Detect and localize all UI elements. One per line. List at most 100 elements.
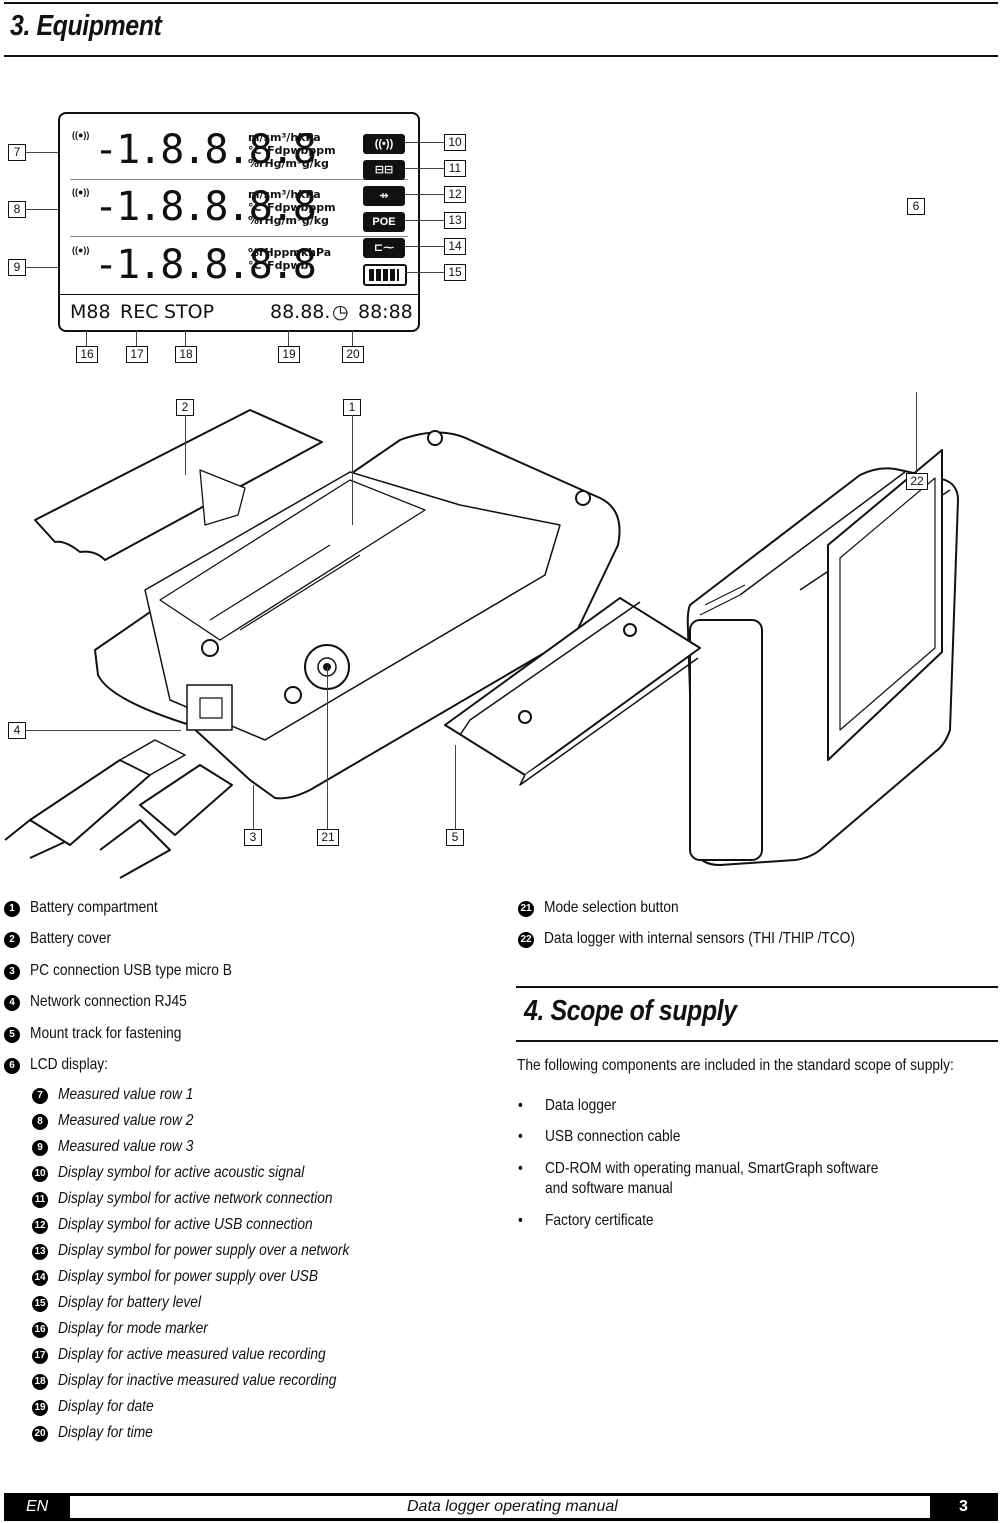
footer-center — [70, 1496, 930, 1518]
lcd-divider — [70, 179, 408, 180]
legend-text: Measured value row 1 — [58, 1086, 194, 1103]
callout-2: 2 — [176, 399, 194, 416]
legend-text: Display symbol for active acoustic signa… — [58, 1164, 305, 1181]
lcd-date: 88.88. — [270, 301, 331, 323]
legend-text: Battery cover — [30, 930, 112, 947]
footer-lang: EN — [26, 1498, 49, 1515]
legend-number: 8 — [32, 1114, 48, 1130]
callout-10: 10 — [444, 134, 466, 151]
legend-text: Display for date — [58, 1398, 154, 1415]
legend-number: 12 — [32, 1218, 48, 1234]
battery-level-icon — [363, 264, 407, 286]
legend-text: PC connection USB type micro B — [30, 962, 232, 979]
legend-number: 16 — [32, 1322, 48, 1338]
callout-9: 9 — [8, 259, 26, 276]
callout-20: 20 — [342, 346, 364, 363]
lcd-stop: STOP — [164, 301, 215, 323]
legend-number: 14 — [32, 1270, 48, 1286]
leader-line — [405, 220, 444, 221]
legend-text: Mount track for fastening — [30, 1025, 182, 1042]
legend-number: 20 — [32, 1426, 48, 1442]
callout-12: 12 — [444, 186, 466, 203]
legend-text: Display for active measured value record… — [58, 1346, 326, 1363]
leader-line — [26, 267, 58, 268]
legend-text: Display for time — [58, 1424, 153, 1441]
leader-line — [253, 785, 254, 829]
legend-number: 4 — [4, 995, 20, 1011]
legend-number: 6 — [4, 1058, 20, 1074]
leader-line — [405, 246, 444, 247]
legend-text: LCD display: — [30, 1056, 109, 1073]
scope-item: Factory certificate — [545, 1212, 654, 1229]
lcd-bottom-divider — [60, 294, 418, 295]
callout-21: 21 — [317, 829, 339, 846]
scope-item: and software manual — [545, 1180, 673, 1197]
callout-13: 13 — [444, 212, 466, 229]
poe-icon: POE — [363, 212, 405, 232]
legend-text: Battery compartment — [30, 899, 158, 916]
callout-17: 17 — [126, 346, 148, 363]
leader-line — [185, 415, 186, 475]
callout-4: 4 — [8, 722, 26, 739]
legend-text: Display for inactive measured value reco… — [58, 1372, 337, 1389]
leader-line — [288, 330, 289, 346]
legend-number: 21 — [518, 901, 534, 917]
legend-number: 22 — [518, 932, 534, 948]
bullet: • — [518, 1128, 523, 1145]
legend-text: Display symbol for active USB connection — [58, 1216, 313, 1233]
lcd-mode-marker: M88 — [70, 301, 111, 323]
leader-line — [352, 330, 353, 346]
legend-text: Measured value row 3 — [58, 1138, 194, 1155]
legend-number: 5 — [4, 1027, 20, 1043]
legend-text: Mode selection button — [544, 899, 679, 916]
callout-5: 5 — [446, 829, 464, 846]
leader-line — [26, 209, 58, 210]
scope-intro: The following components are included in… — [517, 1057, 954, 1074]
footer-title: Data logger operating manual — [407, 1498, 618, 1515]
acoustic-signal-icon: ((•)) — [363, 134, 405, 154]
clock-icon: ◷ — [332, 301, 349, 323]
leader-line — [327, 667, 328, 829]
callout-19: 19 — [278, 346, 300, 363]
lcd-divider — [70, 236, 408, 237]
lcd-row-1-units: m/sm³/hkPa°C°Fdpwbppm%rHg/m³g/kg — [248, 131, 336, 170]
leader-line — [916, 392, 917, 473]
acoustic-waves-icon: ((●)) — [72, 130, 90, 140]
callout-16: 16 — [76, 346, 98, 363]
section-4-rule-top — [516, 986, 998, 988]
legend-number: 3 — [4, 964, 20, 980]
legend-number: 7 — [32, 1088, 48, 1104]
lcd-rec: REC — [120, 301, 159, 323]
bullet: • — [518, 1212, 523, 1229]
callout-8: 8 — [8, 201, 26, 218]
legend-number: 19 — [32, 1400, 48, 1416]
callout-11: 11 — [444, 160, 466, 177]
legend-text: Display for battery level — [58, 1294, 202, 1311]
legend-number: 18 — [32, 1374, 48, 1390]
leader-line — [185, 330, 186, 346]
leader-line — [136, 330, 137, 346]
lcd-time: 88:88 — [358, 301, 413, 323]
acoustic-waves-icon: ((●)) — [72, 245, 90, 255]
callout-22: 22 — [906, 473, 928, 490]
callout-18: 18 — [175, 346, 197, 363]
page-number: 3 — [959, 1498, 968, 1515]
legend-number: 1 — [4, 901, 20, 917]
section-3-rule — [4, 55, 998, 57]
scope-item: USB connection cable — [545, 1128, 681, 1145]
leader-line — [26, 152, 58, 153]
leader-line — [86, 330, 87, 346]
legend-text: Network connection RJ45 — [30, 993, 187, 1010]
usb-power-plug-icon: ⊏⁓ — [363, 238, 405, 258]
device-illustration — [4, 409, 959, 879]
lcd-row-2-digits: -1.8.8.8.8 — [94, 184, 317, 230]
legend-text: Measured value row 2 — [58, 1112, 194, 1129]
legend-number: 11 — [32, 1192, 48, 1208]
section-4-rule-bottom — [516, 1040, 998, 1042]
acoustic-waves-icon: ((●)) — [72, 187, 90, 197]
lcd-row-3-units: %rHppmkhPa°C°Fdpwb — [248, 246, 332, 272]
leader-line — [405, 272, 444, 273]
bullet: • — [518, 1097, 523, 1114]
lcd-row-2-units: m/sm³/hkPa°C°Fdpwbppm%rHg/m³g/kg — [248, 188, 336, 227]
section-4-title: 4. Scope of supply — [524, 995, 737, 1027]
